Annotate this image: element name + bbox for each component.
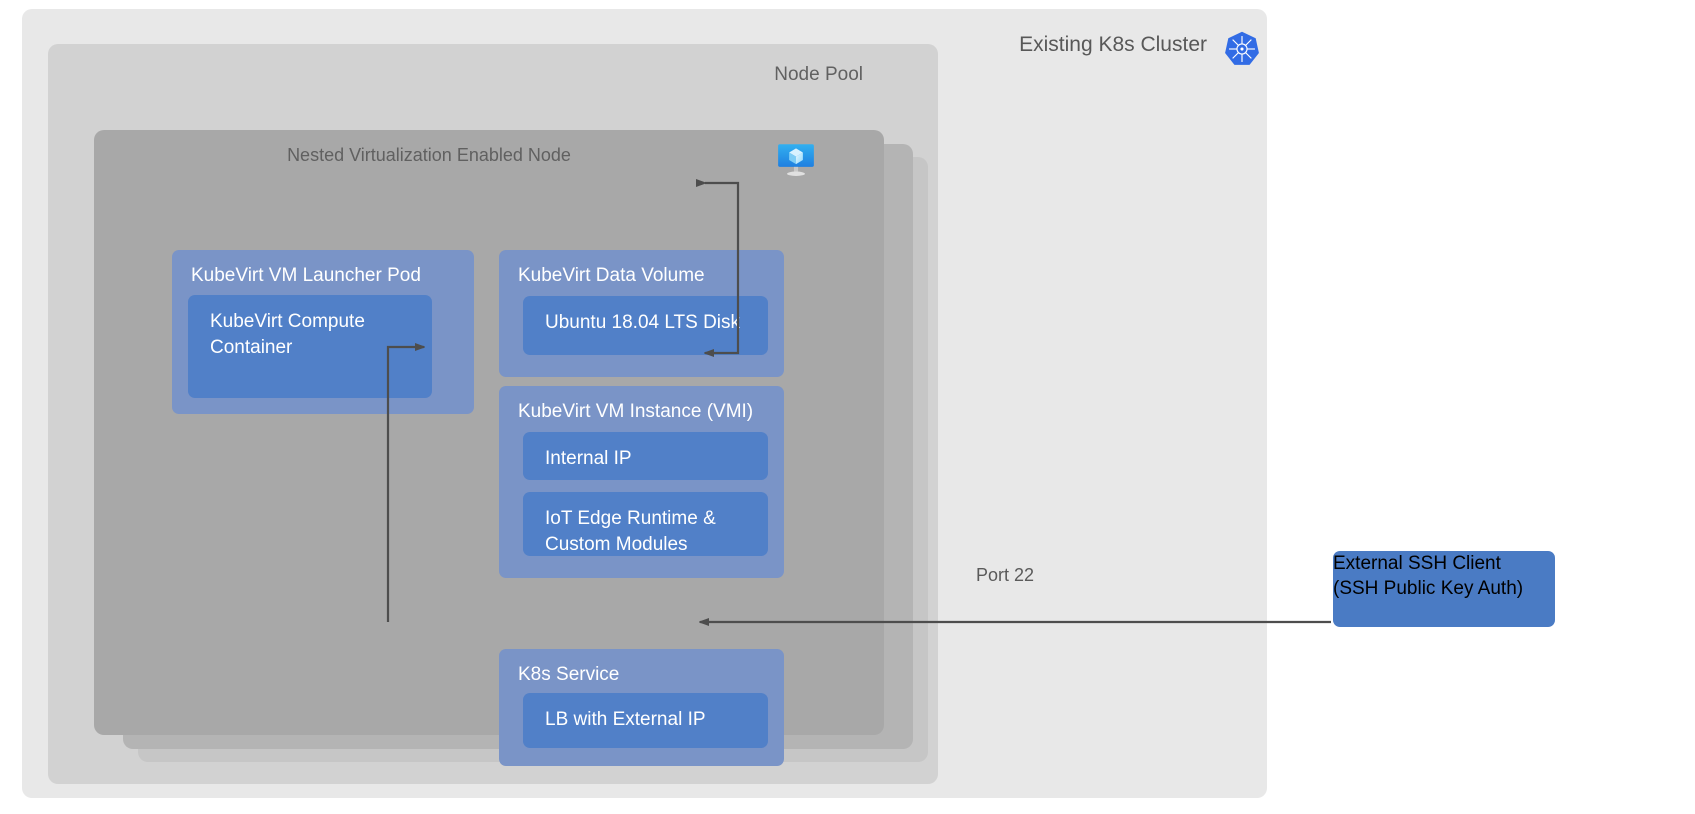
node-label: Nested Virtualization Enabled Node — [287, 145, 571, 165]
lb-external-ip-label: LB with External IP — [545, 709, 706, 730]
k8s-service-title: K8s Service — [518, 664, 620, 685]
nested-virtualization-node-container: Nested Virtualization Enabled Node — [94, 130, 884, 766]
node-pool-container: Node Pool Nested Virtualization Enabled … — [48, 44, 938, 784]
lb-with-external-ip-box: LB with External IP — [523, 693, 768, 748]
external-ssh-client-box: External SSH Client (SSH Public Key Auth… — [1333, 551, 1555, 627]
existing-k8s-cluster-container: Existing K8s Cluster — [22, 9, 1267, 798]
ssh-client-line-1: External SSH Client — [1333, 553, 1501, 574]
kubernetes-logo-icon — [1224, 31, 1260, 67]
data-volume-title: KubeVirt Data Volume — [518, 265, 705, 286]
kubevirt-vm-instance-box: KubeVirt VM Instance (VMI) Internal IP I… — [499, 386, 784, 578]
ubuntu-disk-label: Ubuntu 18.04 LTS Disk — [545, 312, 741, 333]
k8s-service-box: K8s Service LB with External IP — [499, 649, 784, 766]
internal-ip-box: Internal IP — [523, 432, 768, 480]
ubuntu-disk-box: Ubuntu 18.04 LTS Disk — [523, 296, 768, 355]
cluster-label: Existing K8s Cluster — [1019, 33, 1207, 56]
port-22-label: Port 22 — [975, 565, 1035, 585]
iot-edge-runtime-box: IoT Edge Runtime & Custom Modules — [523, 492, 768, 556]
iot-edge-label: IoT Edge Runtime & Custom Modules — [545, 508, 716, 555]
compute-container-label: KubeVirt Compute Container — [210, 311, 365, 358]
node-pool-label: Node Pool — [774, 64, 863, 85]
internal-ip-label: Internal IP — [545, 448, 632, 469]
kubevirt-vm-launcher-pod-box: KubeVirt VM Launcher Pod KubeVirt Comput… — [172, 250, 474, 414]
launcher-pod-title: KubeVirt VM Launcher Pod — [191, 265, 421, 286]
vmi-title: KubeVirt VM Instance (VMI) — [518, 401, 754, 422]
kubevirt-data-volume-box: KubeVirt Data Volume Ubuntu 18.04 LTS Di… — [499, 250, 784, 377]
azure-virtual-machine-icon — [774, 138, 818, 182]
kubevirt-compute-container-box: KubeVirt Compute Container — [188, 295, 432, 398]
ssh-client-line-2: (SSH Public Key Auth) — [1333, 578, 1524, 599]
